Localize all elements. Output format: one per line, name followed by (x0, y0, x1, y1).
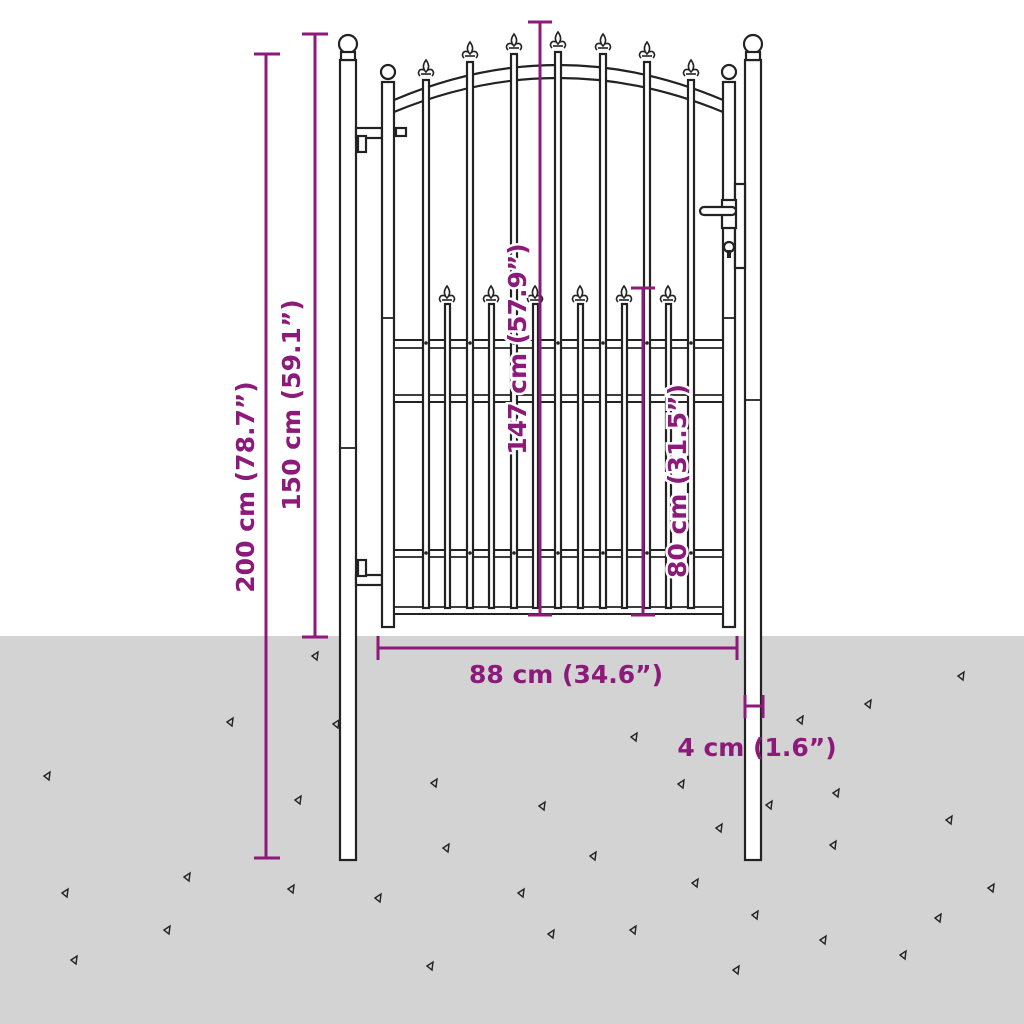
cylinder-lock-icon (722, 240, 736, 258)
rail-bolts (424, 341, 693, 555)
ball-finial-icon (742, 33, 764, 55)
ball-finial-icon (379, 63, 397, 81)
label-post-height: 150 cm (59.1”) (277, 299, 306, 510)
label-lower-height: 80 cm (31.5”) (663, 384, 692, 578)
ground-area (0, 636, 1024, 1024)
dimension-gate-width (376, 636, 739, 660)
ball-finial-icon (720, 63, 738, 81)
left-post (337, 33, 359, 862)
dimension-gate-height (528, 20, 552, 617)
label-total-height: 200 cm (78.7”) (231, 381, 260, 592)
dimension-post-height (302, 32, 328, 639)
lever-handle-icon (698, 182, 747, 270)
label-post-thickness: 4 cm (1.6”) (677, 733, 836, 762)
dimension-post-thickness (743, 695, 765, 718)
label-gate-height: 147 cm (57.9”) (503, 243, 532, 454)
label-gate-width: 88 cm (34.6”) (469, 660, 663, 689)
tall-bars (421, 50, 696, 610)
ball-finial-icon (337, 33, 359, 55)
dimension-lower-height (631, 286, 655, 617)
right-post (742, 33, 764, 862)
dimension-total-height (254, 52, 280, 860)
short-bars (443, 302, 673, 610)
